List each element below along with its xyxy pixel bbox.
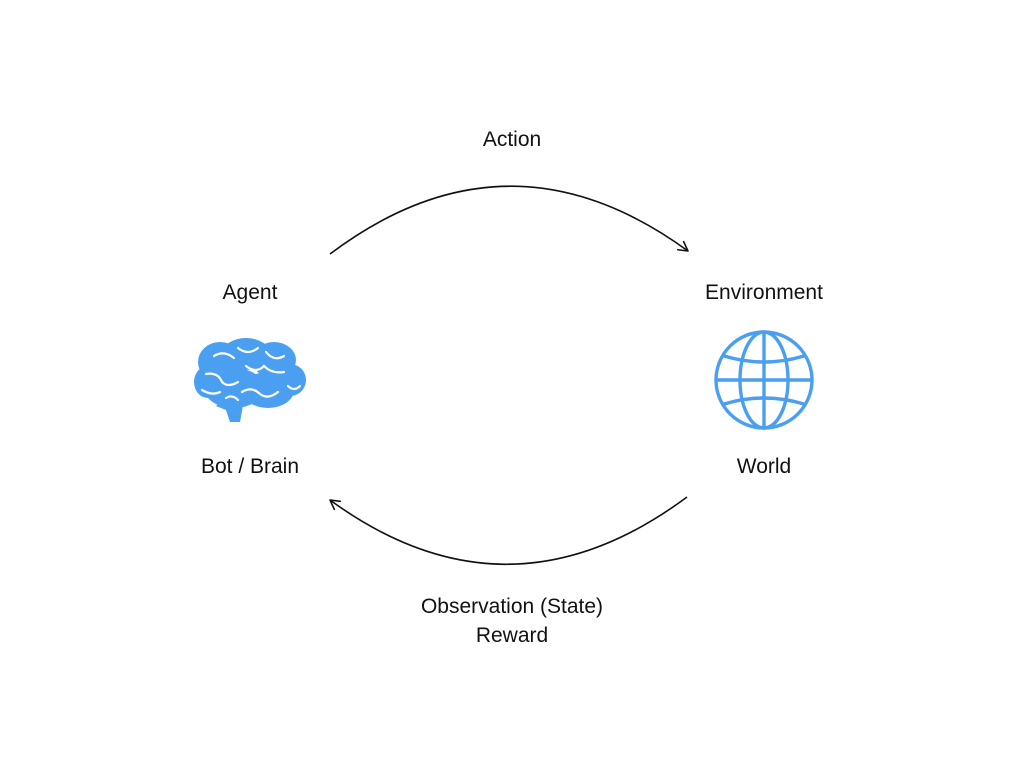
action-arrow bbox=[329, 185, 689, 255]
action-label: Action bbox=[482, 128, 542, 151]
brain-icon bbox=[194, 338, 306, 422]
feedback-arrow bbox=[329, 496, 688, 565]
environment-subtitle: World bbox=[736, 455, 792, 478]
agent-subtitle: Bot / Brain bbox=[200, 455, 300, 478]
environment-title: Environment bbox=[705, 281, 823, 304]
observation-label: Observation (State) bbox=[420, 595, 604, 618]
globe-icon bbox=[714, 330, 814, 430]
reward-label: Reward bbox=[475, 624, 549, 647]
agent-title: Agent bbox=[222, 281, 278, 304]
